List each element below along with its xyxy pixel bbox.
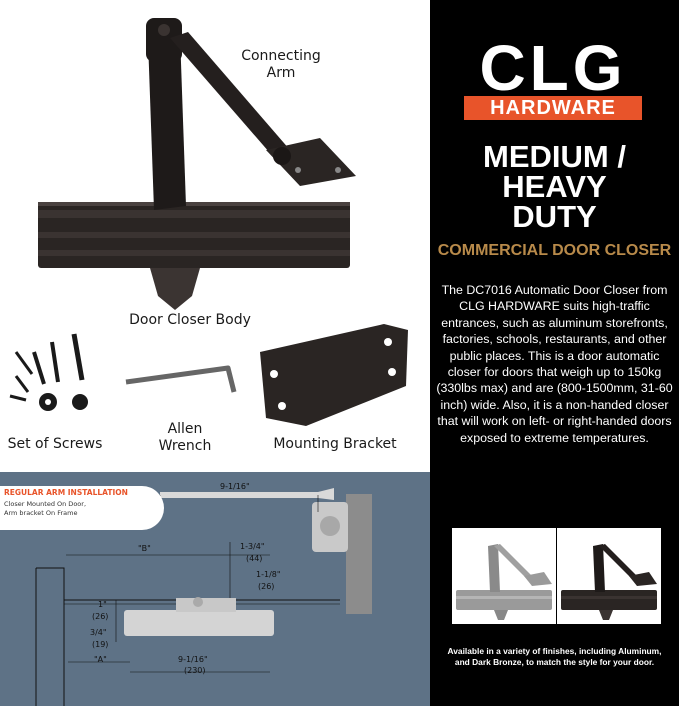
- dim-a: "A": [94, 655, 107, 664]
- logo-hardware-bar: HARDWARE: [464, 96, 642, 120]
- dim-bottom-mm: (230): [184, 666, 206, 675]
- headline-line: DUTY: [512, 199, 597, 234]
- allen-wrench-label: Allen Wrench: [158, 421, 212, 454]
- dim-d1-mm: (44): [246, 554, 263, 563]
- dim-d2-mm: (26): [258, 582, 275, 591]
- clg-logo: CLG: [479, 38, 626, 96]
- dim-b: "B": [138, 544, 151, 553]
- installation-diagram: REGULAR ARM INSTALLATION Closer Mounted …: [0, 472, 430, 706]
- installation-tag-line: Arm bracket On Frame: [4, 509, 78, 517]
- dim-d4: 3/4": [90, 628, 107, 637]
- headline: MEDIUM / HEAVY DUTY: [430, 139, 679, 234]
- subhead: COMMERCIAL DOOR CLOSER: [437, 242, 672, 259]
- dim-d4-mm: (19): [92, 640, 109, 649]
- dim-d1: 1-3/4": [240, 542, 265, 551]
- aluminum-closer-image: [456, 544, 552, 620]
- mounting-bracket-label: Mounting Bracket: [273, 436, 397, 452]
- aluminum-finish-thumbnail: [452, 528, 556, 624]
- connecting-arm-label: Connecting Arm: [241, 48, 321, 81]
- installation-tag-line: Closer Mounted On Door,: [4, 500, 87, 508]
- door-closer-body-label: Door Closer Body: [129, 312, 251, 328]
- installation-tag: REGULAR ARM INSTALLATION Closer Mounted …: [0, 486, 164, 530]
- brand-panel: CLG HARDWARE MEDIUM / HEAVY DUTY COMMERC…: [430, 0, 679, 706]
- door-closer-image: [38, 18, 356, 310]
- dark-bronze-closer-image: [561, 544, 657, 620]
- dim-d3-mm: (26): [92, 612, 109, 621]
- allen-wrench-image: [125, 365, 237, 393]
- set-of-screws-label: Set of Screws: [7, 436, 103, 452]
- installation-tag-title: REGULAR ARM INSTALLATION: [4, 488, 128, 497]
- mounting-bracket-image: [260, 324, 408, 426]
- screws-image: [9, 333, 88, 411]
- product-parts-panel: Connecting Arm Door Closer Body Set of S…: [0, 0, 430, 472]
- dim-top-arm: 9-1/16": [220, 482, 250, 491]
- logo-text: CLG: [479, 38, 626, 96]
- installation-drawing: [35, 488, 372, 706]
- headline-line: MEDIUM /: [483, 139, 626, 174]
- headline-line: HEAVY: [502, 169, 607, 204]
- dim-d2: 1-1/8": [256, 570, 281, 579]
- product-description: The DC7016 Automatic Door Closer from CL…: [436, 283, 673, 445]
- dim-bottom: 9-1/16": [178, 655, 208, 664]
- dark-bronze-finish-thumbnail: [557, 528, 661, 624]
- dim-d3: 1": [98, 600, 107, 609]
- finishes-footnote: Available in a variety of finishes, incl…: [447, 646, 662, 667]
